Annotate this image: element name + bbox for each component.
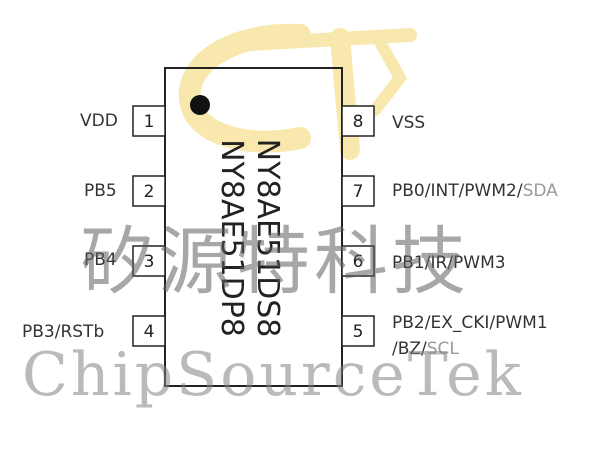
pin-label-pb5: PB5 — [84, 181, 117, 201]
pin-label-pb3-rstb: PB3/RSTb — [22, 322, 105, 342]
pin-number-4: 4 — [144, 322, 155, 342]
pin-label-vdd: VDD — [80, 111, 118, 131]
pin-box-7 — [341, 175, 375, 207]
pin-number-8: 8 — [353, 112, 364, 132]
pin-label-sda: SDA — [522, 181, 558, 201]
pin-label-pb4: PB4 — [84, 250, 117, 270]
pin-label-bz: /BZ/ — [392, 339, 427, 359]
part-number-ds8: NY8AE51DS8 — [250, 139, 285, 338]
pin-number-5: 5 — [353, 322, 364, 342]
pin-box-6 — [341, 245, 375, 277]
pin-box-5 — [341, 315, 375, 347]
pin-label-pb0-main: PB0/INT/PWM2/ — [392, 181, 523, 201]
pin-label-bz-group: /BZ/SCL — [392, 339, 459, 359]
pin-number-2: 2 — [144, 182, 155, 202]
pin-label-scl: SCL — [426, 339, 459, 359]
pin-number-3: 3 — [144, 252, 155, 272]
pin-label-pb0-group: PB0/INT/PWM2/SDA — [392, 181, 558, 201]
part-number-dp8: NY8AE51DP8 — [214, 139, 249, 337]
pin-number-1: 1 — [144, 112, 155, 132]
pin-number-6: 6 — [353, 252, 364, 272]
pin-box-4 — [132, 315, 166, 347]
pin-box-2 — [132, 175, 166, 207]
chip-body — [164, 67, 343, 387]
pin-box-1 — [132, 105, 166, 137]
watermark-chinese: 矽源特科技 — [80, 219, 470, 305]
pin-number-7: 7 — [353, 182, 364, 202]
watermark-english: ChipSourceTek — [22, 340, 525, 410]
pin-label-pb1: PB1/IR/PWM3 — [392, 253, 506, 273]
pin-box-3 — [132, 245, 166, 277]
logo-watermark-shape — [178, 23, 417, 160]
pin-box-8 — [341, 105, 375, 137]
pin1-indicator-dot — [190, 95, 210, 115]
pin-label-vss: VSS — [392, 113, 426, 133]
pin-label-pb2: PB2/EX_CKI/PWM1 — [392, 313, 548, 333]
